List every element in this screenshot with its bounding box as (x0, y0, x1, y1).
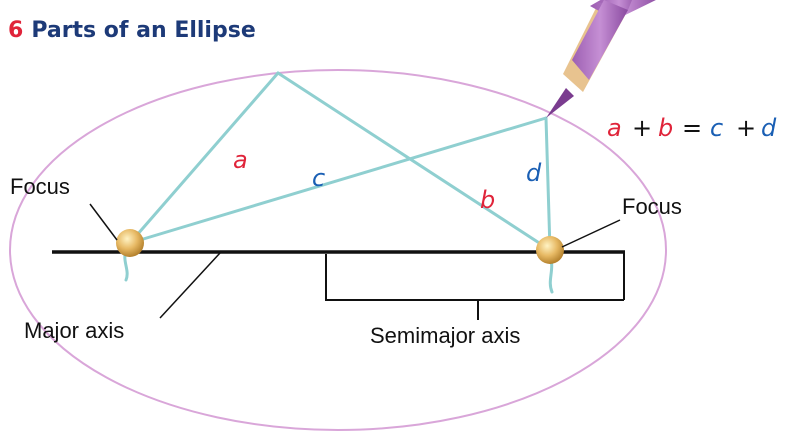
segment-b (276, 71, 552, 252)
label-c: c (312, 164, 325, 192)
eq-equals: = (682, 114, 702, 142)
segment-c (128, 116, 548, 245)
pencil-icon (546, 0, 656, 118)
eq-c: c (710, 114, 723, 142)
figure-title: 6 Parts of an Ellipse (8, 18, 256, 43)
eq-d: d (761, 114, 777, 142)
ellipse-outline (9, 69, 667, 431)
eq-plus-2: + (736, 114, 756, 142)
segment-a (128, 71, 280, 245)
focus-left-leader (89, 203, 118, 241)
label-b: b (480, 186, 495, 214)
label-a: a (233, 146, 248, 174)
eq-a: a (607, 114, 622, 142)
focus-pin-left (116, 229, 144, 257)
string-lines (123, 71, 554, 294)
semimajor-bracket (325, 254, 624, 301)
focus-right-label: Focus (622, 194, 682, 219)
figure-title-text: Parts of an Ellipse (31, 18, 256, 43)
major-axis-leader (159, 252, 221, 319)
focus-pin-right (536, 236, 564, 264)
label-d: d (526, 159, 542, 187)
focus-right-leader (561, 219, 621, 248)
eq-b: b (658, 114, 673, 142)
major-axis-label: Major axis (24, 318, 124, 343)
equation: a + b = c + d (607, 114, 777, 142)
segment-d (544, 116, 552, 252)
eq-plus-1: + (632, 114, 652, 142)
focus-left-label: Focus (10, 174, 70, 199)
semimajor-axis-label: Semimajor axis (370, 323, 520, 348)
figure-number: 6 (8, 18, 24, 43)
